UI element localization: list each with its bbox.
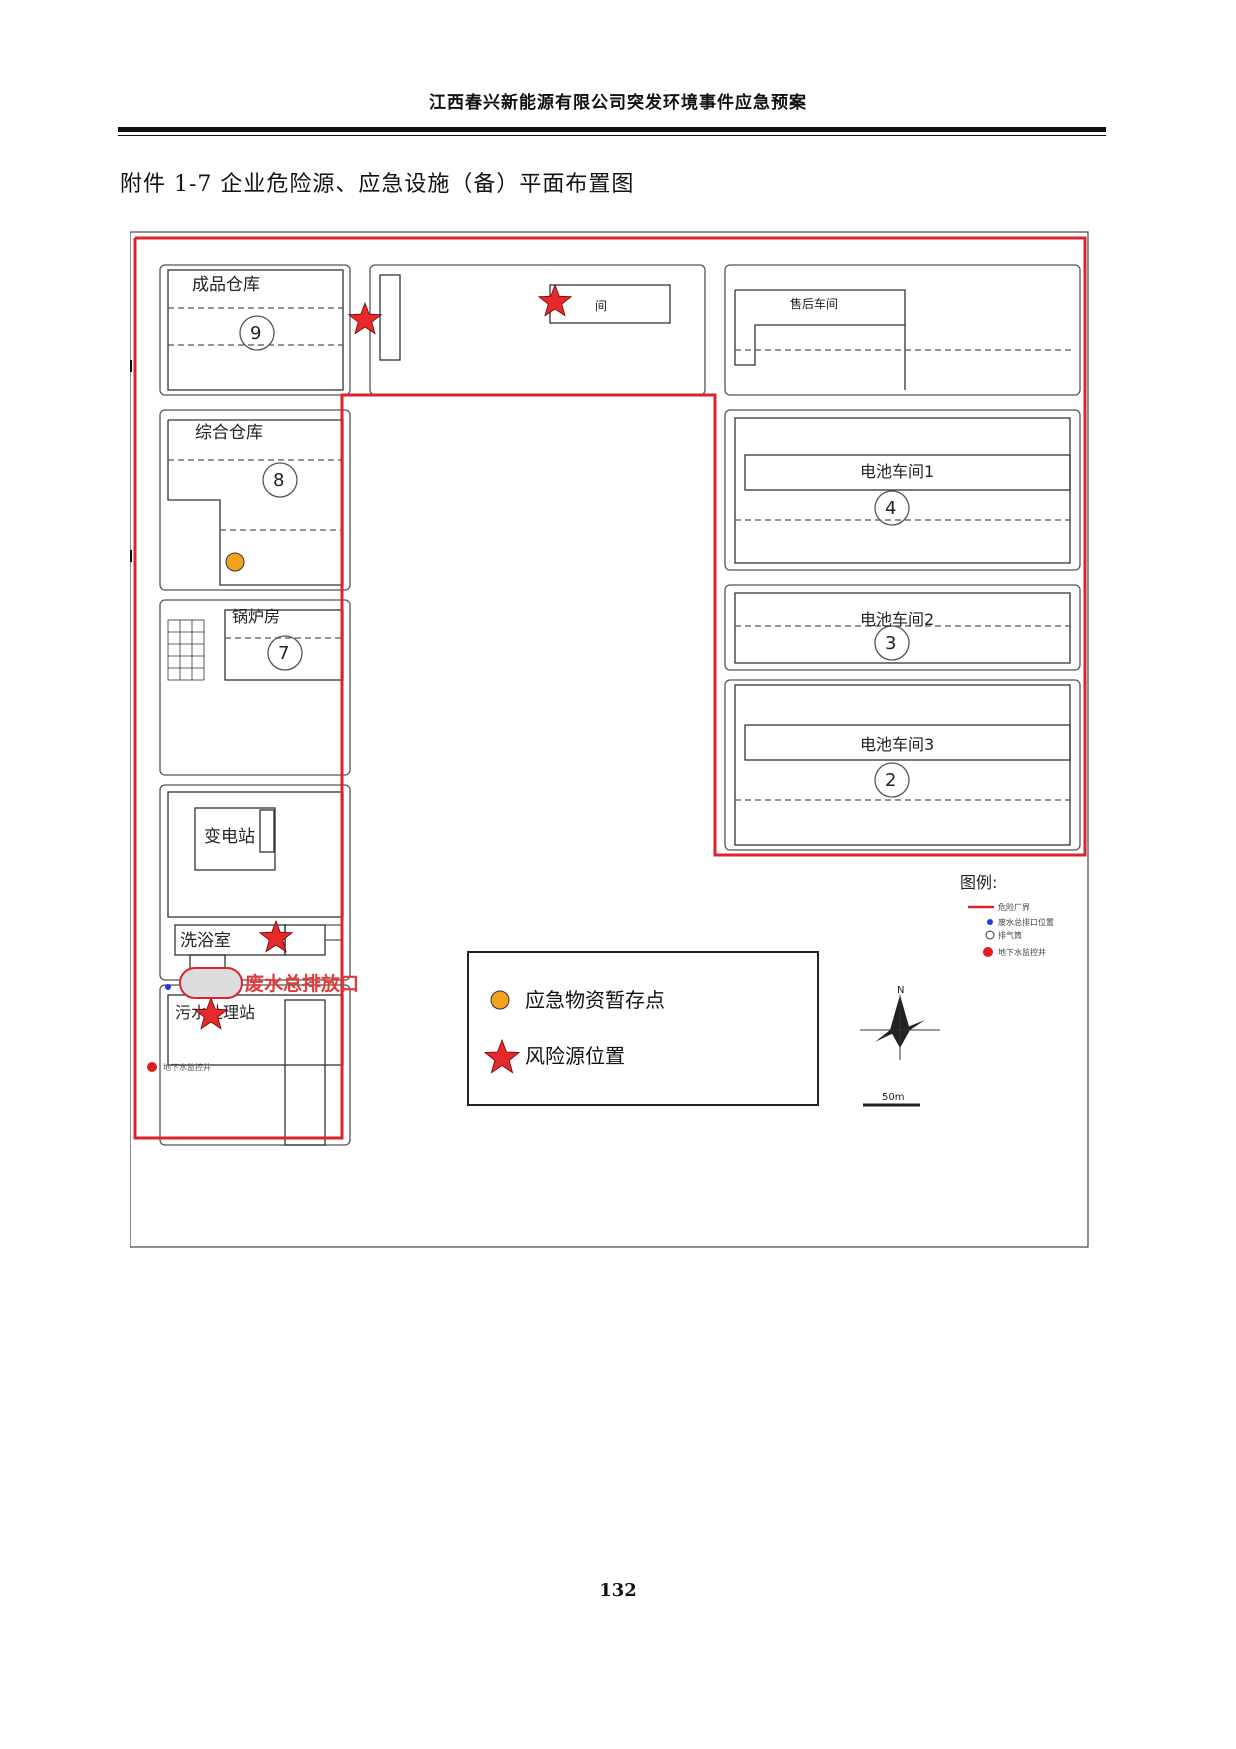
cooling-tower-grid (167, 619, 205, 681)
edge-marker (130, 360, 132, 372)
main-legend-box (467, 951, 819, 1106)
header-rule-thin (118, 135, 1106, 136)
building-number-circle-8 (262, 462, 298, 498)
wastewater-outfall-marker (179, 967, 243, 999)
label-workshop-3: 电池车间3 (860, 735, 934, 754)
block-boiler (159, 599, 351, 776)
block-sewage (159, 984, 351, 1146)
scale-label: 50m (882, 1092, 904, 1103)
label-after-sales: 售后车间 (790, 296, 838, 311)
legend-stack-icon (985, 930, 995, 940)
north-label: N (897, 985, 904, 996)
label-substation: 变电站 (204, 827, 255, 847)
groundwater-well-label: 地下水监控井 (163, 1062, 211, 1072)
block-general-warehouse (159, 409, 351, 591)
block-after-sales (724, 264, 1081, 396)
label-top-middle: 间 (595, 299, 607, 313)
legend-star-icon (483, 1038, 521, 1074)
attachment-title: 附件 1-7 企业危险源、应急设施（备）平面布置图 (120, 172, 635, 197)
building-number-circle-3 (874, 625, 910, 661)
legend-well-dot (983, 947, 993, 957)
site-plan: 成品仓库 9 间 售后车间 综合仓库 8 锅炉房 7 电池车间1 4 电池车间2… (130, 231, 1089, 1248)
number-3: 3 (885, 633, 896, 654)
legend-supplies-icon (490, 990, 510, 1010)
legend-item-well: 地下水监控井 (998, 947, 1046, 957)
header-rule-thick (118, 127, 1106, 132)
risk-star-top-middle (537, 283, 573, 317)
number-4: 4 (885, 498, 896, 519)
legend-outfall-dot (987, 919, 993, 925)
number-9: 9 (250, 323, 261, 344)
legend-item-stack: 排气筒 (998, 930, 1022, 940)
block-substation (159, 784, 351, 981)
label-shower: 洗浴室 (180, 931, 231, 951)
risk-star-top-left (347, 301, 383, 335)
edge-marker (130, 550, 132, 562)
label-finished-warehouse: 成品仓库 (192, 275, 260, 295)
label-general-warehouse: 综合仓库 (195, 423, 263, 443)
legend-risk-label: 风险源位置 (525, 1044, 625, 1068)
number-8: 8 (273, 470, 284, 491)
number-7: 7 (278, 643, 289, 664)
plan-frame (130, 231, 1089, 1248)
outfall-label: 废水总排放口 (245, 972, 359, 995)
groundwater-well-marker (147, 1062, 157, 1072)
risk-star-shower (258, 919, 294, 953)
emergency-supplies-point (225, 552, 245, 572)
label-workshop-2: 电池车间2 (860, 610, 934, 629)
building-number-circle-7 (267, 635, 303, 671)
number-2: 2 (885, 770, 896, 791)
document-header-title: 江西春兴新能源有限公司突发环境事件应急预案 (429, 93, 807, 113)
label-workshop-1: 电池车间1 (860, 462, 934, 481)
building-number-circle-4 (874, 490, 910, 526)
block-workshop-1 (724, 409, 1081, 571)
block-workshop-2 (724, 584, 1081, 671)
building-number-circle-2 (874, 762, 910, 798)
north-arrow: N (860, 985, 940, 1060)
label-boiler: 锅炉房 (232, 607, 280, 626)
legend-item-boundary: 危险厂界 (998, 902, 1030, 912)
legend-supplies-label: 应急物资暂存点 (525, 988, 665, 1012)
building-number-circle-9 (239, 315, 275, 351)
risk-star-sewage (193, 996, 229, 1030)
block-finished-warehouse (159, 264, 351, 396)
page-number: 132 (599, 1580, 637, 1601)
outfall-position-dot (165, 984, 171, 990)
site-boundary (133, 236, 1087, 1140)
block-workshop-3 (724, 679, 1081, 851)
small-legend-title: 图例: (960, 873, 997, 892)
legend-item-outfall: 废水总排口位置 (998, 917, 1054, 927)
